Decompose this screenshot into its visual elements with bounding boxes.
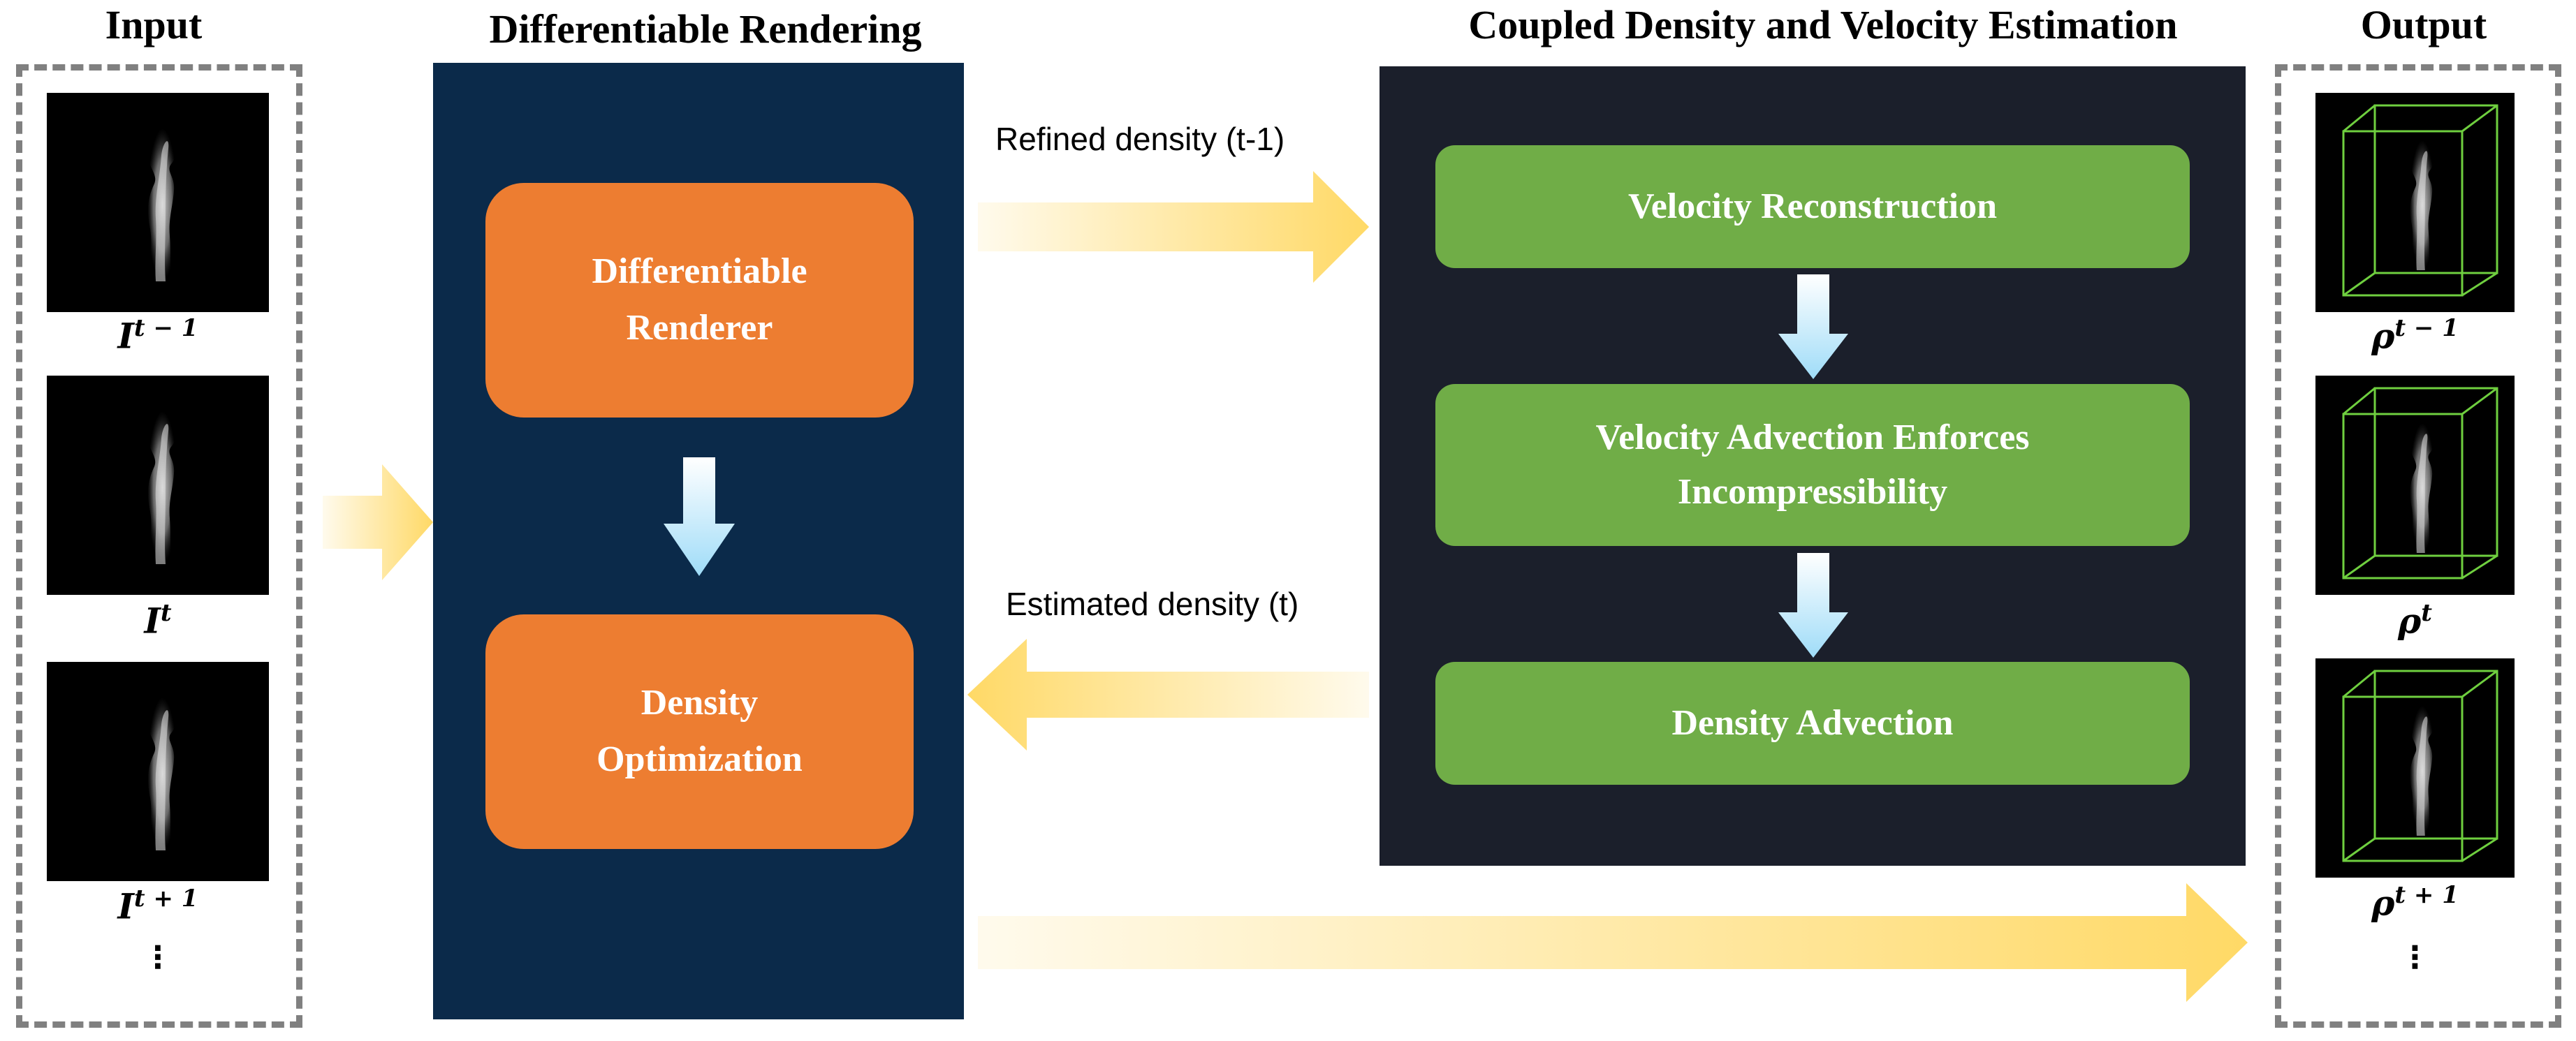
density-advection-box: Density Advection bbox=[1435, 662, 2190, 785]
estimated-density-arrow bbox=[967, 639, 1369, 751]
input-label-next: It + 1 bbox=[117, 885, 198, 927]
output-volume-current bbox=[2315, 376, 2515, 595]
advection-to-density-arrow bbox=[1778, 553, 1848, 658]
input-frame bbox=[16, 64, 302, 1028]
output-title: Output bbox=[2360, 2, 2487, 47]
renderer-line-1: Differentiable bbox=[592, 251, 807, 292]
renderer-line-2: Renderer bbox=[626, 308, 773, 348]
input-title: Input bbox=[105, 2, 203, 47]
input-label-current: It bbox=[144, 599, 172, 642]
output-label-prev: ρt − 1 bbox=[2371, 314, 2459, 357]
input-image-next bbox=[47, 662, 269, 881]
velocity-advection-line-1: Velocity Advection Enforces bbox=[1595, 418, 2030, 457]
renderer-to-optimization-arrow bbox=[664, 457, 735, 576]
rendering-to-output-arrow bbox=[978, 883, 2248, 1002]
output-volume-next bbox=[2315, 658, 2515, 878]
velocity-advection-box: Velocity Advection Enforces Incompressib… bbox=[1435, 384, 2190, 546]
output-frame bbox=[2275, 64, 2561, 1028]
velocity-advection-line-2: Incompressibility bbox=[1677, 472, 1948, 512]
velocity-reconstruction-box: Velocity Reconstruction bbox=[1435, 145, 2190, 268]
output-volume-prev bbox=[2315, 93, 2515, 312]
output-label-current: ρt bbox=[2398, 599, 2432, 642]
input-to-rendering-arrow bbox=[323, 464, 433, 580]
optimization-line-1: Density bbox=[641, 683, 759, 723]
refined-density-label: Refined density (t-1) bbox=[995, 121, 1285, 157]
differentiable-renderer-box: Differentiable Renderer bbox=[485, 183, 914, 418]
reconstruction-to-advection-arrow bbox=[1778, 274, 1848, 379]
density-optimization-box: Density Optimization bbox=[485, 614, 914, 849]
input-image-current bbox=[47, 376, 269, 595]
output-label-next: ρt + 1 bbox=[2371, 881, 2459, 924]
input-label-prev: It − 1 bbox=[117, 314, 198, 357]
velocity-reconstruction-label: Velocity Reconstruction bbox=[1627, 186, 1998, 226]
density-advection-label: Density Advection bbox=[1671, 703, 1954, 743]
coupled-title: Coupled Density and Velocity Estimation bbox=[1468, 2, 2178, 47]
input-image-prev bbox=[47, 93, 269, 312]
rendering-title: Differentiable Rendering bbox=[489, 6, 922, 52]
refined-density-arrow bbox=[978, 171, 1369, 283]
input-ellipsis: ⋮ bbox=[142, 940, 173, 975]
optimization-line-2: Optimization bbox=[597, 739, 803, 779]
estimated-density-label: Estimated density (t) bbox=[1006, 586, 1299, 622]
output-ellipsis: ⋮ bbox=[2399, 940, 2431, 975]
